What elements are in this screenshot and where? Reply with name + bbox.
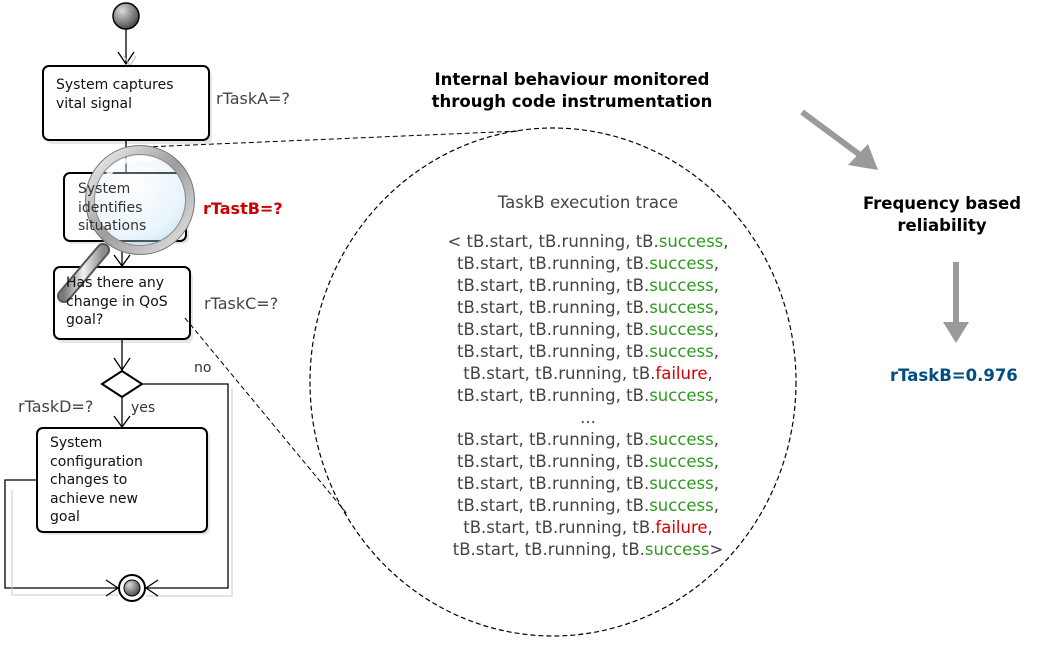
heading-frequency-reliability: Frequency based reliability (862, 194, 1022, 235)
trace-status-success: success (649, 342, 714, 361)
trace-status-success: success (649, 320, 714, 339)
zoom-line-top (144, 130, 521, 148)
trace-status-success: success (649, 298, 714, 317)
node-c-text: Has there any change in QoS goal? (66, 275, 168, 328)
trace-status-failure: failure (655, 518, 708, 537)
trace-entry: tB.start, tB.running, tB.success, (457, 342, 719, 361)
trace-status-success: success (649, 276, 714, 295)
trace-entry: tB.start, tB.running, tB.success, (457, 386, 719, 405)
trace-status-success: success (649, 430, 714, 449)
label-rtask-d: rTaskD=? (18, 397, 94, 416)
trace-status-success: success (649, 386, 714, 405)
label-branch-no: no (194, 360, 212, 376)
trace-entry: tB.start, tB.running, tB.success> (452, 540, 724, 559)
result-rtask-b: rTaskB=0.976 (890, 366, 1018, 385)
label-rtask-c: rTaskC=? (204, 294, 279, 313)
decision-diamond (100, 369, 144, 399)
trace-status-success: success (649, 452, 714, 471)
flow-d-to-end (4, 479, 118, 589)
trace-entry: tB.start, tB.running, tB.failure, (463, 364, 713, 383)
magnifier-icon (57, 145, 195, 303)
trace-status-success: success (649, 254, 714, 273)
trace-entry: tB.start, tB.running, tB.success, (457, 474, 719, 493)
arrow-to-result (943, 262, 969, 343)
trace-status-success: success (649, 496, 714, 515)
label-rtask-b: rTastB=? (203, 199, 283, 218)
trace-entry: tB.start, tB.running, tB.failure, (463, 518, 713, 537)
trace-status-success: success (644, 540, 710, 559)
trace-entry: tB.start, tB.running, tB.success, (457, 452, 719, 471)
trace-entry: tB.start, tB.running, tB.success, (457, 276, 719, 295)
label-branch-yes: yes (131, 400, 156, 416)
trace-status-success: success (649, 474, 714, 493)
trace-entry: tB.start, tB.running, tB.success, (457, 496, 719, 515)
flow-no-branch (142, 383, 229, 589)
trace-entry: tB.start, tB.running, tB.success, (457, 430, 719, 449)
trace-entry: tB.start, tB.running, tB.success, (457, 298, 719, 317)
trace-entry: < tB.start, tB.running, tB.success, (447, 232, 729, 251)
execution-trace-circle (309, 127, 797, 637)
label-rtask-a: rTaskA=? (216, 89, 290, 108)
start-node (112, 2, 140, 30)
node-a-text: System captures vital signal (56, 77, 174, 112)
trace-entry: tB.start, tB.running, tB.success, (457, 254, 719, 273)
trace-status-failure: failure (655, 364, 708, 383)
arrow-to-frequency (800, 109, 878, 170)
trace-ellipsis: ... (580, 408, 596, 427)
node-d-text: System configuration changes to achieve … (50, 435, 143, 525)
node-b-text: System identifies situations (78, 181, 147, 234)
trace-title: TaskB execution trace (497, 193, 679, 212)
trace-entry: tB.start, tB.running, tB.success, (457, 320, 719, 339)
zoom-line-bottom (184, 317, 349, 516)
trace-status-success: success (658, 232, 724, 251)
heading-internal-behaviour: Internal behaviour monitored through cod… (431, 70, 713, 111)
